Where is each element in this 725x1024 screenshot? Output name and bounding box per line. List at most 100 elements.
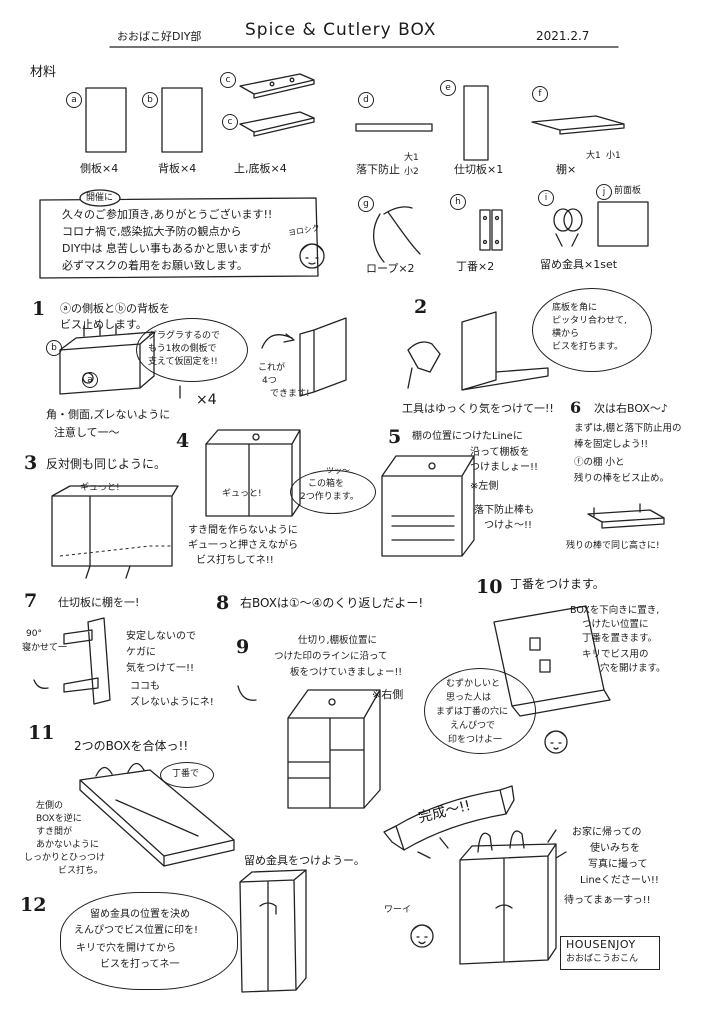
- step-7-number: 7: [24, 590, 38, 612]
- step-2-note: 工具はゆっくり気をつけて一!!: [402, 402, 554, 415]
- date: 2021.2.7: [536, 29, 590, 43]
- step-3-number: 3: [24, 452, 38, 474]
- step-5-note-1: 落下防止棒も: [474, 505, 534, 516]
- step-6-text-5: 残りの棒をビス止め。: [574, 473, 670, 484]
- step-1-b-mark: b: [46, 340, 62, 356]
- step-4-bubble-2: 2つ作ります。: [300, 492, 359, 502]
- step-11-tag: 丁番で: [172, 769, 200, 779]
- girl-face-icon-3: [410, 924, 434, 948]
- step-9-text-2: つけた印のラインに沿って: [274, 651, 388, 662]
- step-1-arrow-note-3: できます!: [270, 389, 310, 399]
- step-5-text-3: つけましょー!!: [470, 462, 539, 473]
- club-name: おおばこ好DIY部: [117, 30, 202, 43]
- signature-box: [560, 936, 660, 970]
- step-7-note-4: ココも: [130, 681, 160, 692]
- material-i: i: [538, 190, 554, 206]
- finish-message-4: Lineくださーい!!: [580, 875, 659, 886]
- step-11-note-1: 左側の: [36, 801, 64, 811]
- step-11-text: 2つのBOXを合体っ!!: [74, 739, 189, 753]
- signature-title: HOUSENJOY: [566, 938, 636, 951]
- step-12-bubble: [60, 892, 238, 990]
- step-5-drawing: [381, 455, 475, 557]
- step-6-note: 残りの棒で同じ高さに!: [566, 541, 660, 551]
- notice-tag: 開催に: [86, 193, 114, 203]
- step-2-bubble-3: 横から: [552, 329, 580, 339]
- step-6-drawing: [587, 503, 665, 529]
- step-2-bubble-4: ビスを打ちます。: [552, 342, 624, 352]
- step-11-tag-bubble: [160, 762, 214, 788]
- step-2-drawing: [407, 311, 549, 391]
- step-5-text-2: 沿って棚板を: [470, 447, 530, 458]
- materials-drawings: [85, 73, 649, 263]
- finish-message-1: お家に帰っての: [572, 827, 642, 838]
- step-6-text-1: 次は右BOX〜♪: [594, 402, 668, 415]
- step-9-number: 9: [236, 636, 250, 658]
- material-d-sub2: 小2: [404, 167, 419, 177]
- step-9-text-3: 板をつけていきましょー!!: [290, 667, 403, 678]
- material-h: h: [450, 194, 466, 210]
- step-12-text: 留め金具をつけようー。: [244, 854, 365, 867]
- step-1-bubble-3: 支えて仮固定を!!: [148, 357, 218, 367]
- step-10-bubble-2: 思った人は: [446, 693, 492, 703]
- step-7-angle-2: 寝かせて一: [22, 643, 68, 653]
- step-10-note-1: BOXを下向きに置き,: [570, 605, 660, 616]
- step-2-bubble-1: 底板を角に: [552, 303, 598, 313]
- step-8-text: 右BOXは①〜④のくり返しだよー!: [240, 596, 424, 610]
- step-3-text: 反対側も同じように。: [46, 457, 167, 471]
- material-j-label: 前面板: [614, 186, 642, 196]
- finish-cheer: ワーイ: [384, 905, 412, 915]
- step-7-drawing: [33, 617, 111, 705]
- step-10-text: 丁番をつけます。: [510, 577, 605, 591]
- material-d-label: 落下防止: [356, 163, 400, 176]
- step-11-drawing: [79, 762, 235, 867]
- step-1-a-mark: a: [82, 372, 98, 388]
- step-12-number: 12: [20, 894, 47, 916]
- step-5-tag: ※左側: [470, 481, 499, 492]
- step-9-drawing: [237, 685, 381, 809]
- step-2-number: 2: [414, 296, 428, 318]
- step-3-drawing: [51, 485, 179, 579]
- step-1-drawing: [59, 317, 347, 399]
- step-4-bubble: [290, 470, 376, 514]
- step-5-note-2: つけよ〜!!: [484, 520, 533, 531]
- step-11-note-2: BOXを逆に: [36, 814, 82, 824]
- step-6-text-2: まずは,棚と落下防止用の: [574, 423, 682, 434]
- step-10-note-3: 丁番を置きます。: [582, 633, 658, 644]
- material-a-label: 側板×4: [80, 162, 119, 175]
- material-f: f: [532, 86, 548, 102]
- girl-face-icon-2: [544, 730, 568, 754]
- materials-heading: 材料: [30, 65, 57, 80]
- step-10-bubble-5: 印をつけよ一: [448, 735, 503, 745]
- material-c-bottom: c: [222, 114, 238, 130]
- step-1-text-1: ⓐの側板とⓑの背板を: [60, 302, 170, 315]
- step-1-note-1: 角・側面,ズレないように: [46, 408, 171, 421]
- notice-line-3: DIY中は 息苦しい事もあるかと思いますが: [62, 242, 271, 255]
- step-12-bubble-1: 留め金具の位置を決め: [90, 909, 190, 920]
- material-b-label: 背板×4: [158, 162, 197, 175]
- step-11-note-5: しっかりとひっつけ: [24, 853, 106, 863]
- material-j: j: [596, 184, 612, 200]
- step-11-note-3: すき間が: [36, 827, 73, 837]
- material-g-label: ロープ×2: [366, 262, 415, 275]
- step-4-bubble-1: この箱を: [308, 479, 345, 489]
- step-1-arrow-note-2: 4つ: [262, 376, 277, 386]
- step-7-note-1: 安定しないので: [126, 631, 196, 642]
- step-1-bubble: [136, 318, 248, 382]
- step-10-number: 10: [476, 576, 503, 598]
- step-4-drawing: [205, 429, 301, 517]
- material-c-top: c: [220, 72, 236, 88]
- step-1-arrow-note-1: これが: [258, 363, 286, 373]
- step-3-tag: ギュっと!: [80, 483, 120, 493]
- step-12-bubble-2: えんぴつでビス位置に印を!: [74, 925, 199, 936]
- step-12-bubble-4: ビスを打ってネ一: [100, 959, 180, 970]
- material-i-label: 留め金具×1set: [540, 258, 618, 271]
- notice-line-4: 必ずマスクの着用をお願い致します。: [62, 259, 248, 272]
- material-a: a: [66, 92, 82, 108]
- step-10-bubble-1: むずかしいと: [446, 679, 501, 689]
- girl-face-icon: [299, 243, 325, 269]
- material-b: b: [142, 92, 158, 108]
- step-4-number: 4: [176, 430, 190, 452]
- material-g: g: [358, 196, 374, 212]
- step-7-note-5: ズレないようにネ!: [130, 697, 214, 708]
- material-h-label: 丁番×2: [456, 260, 495, 273]
